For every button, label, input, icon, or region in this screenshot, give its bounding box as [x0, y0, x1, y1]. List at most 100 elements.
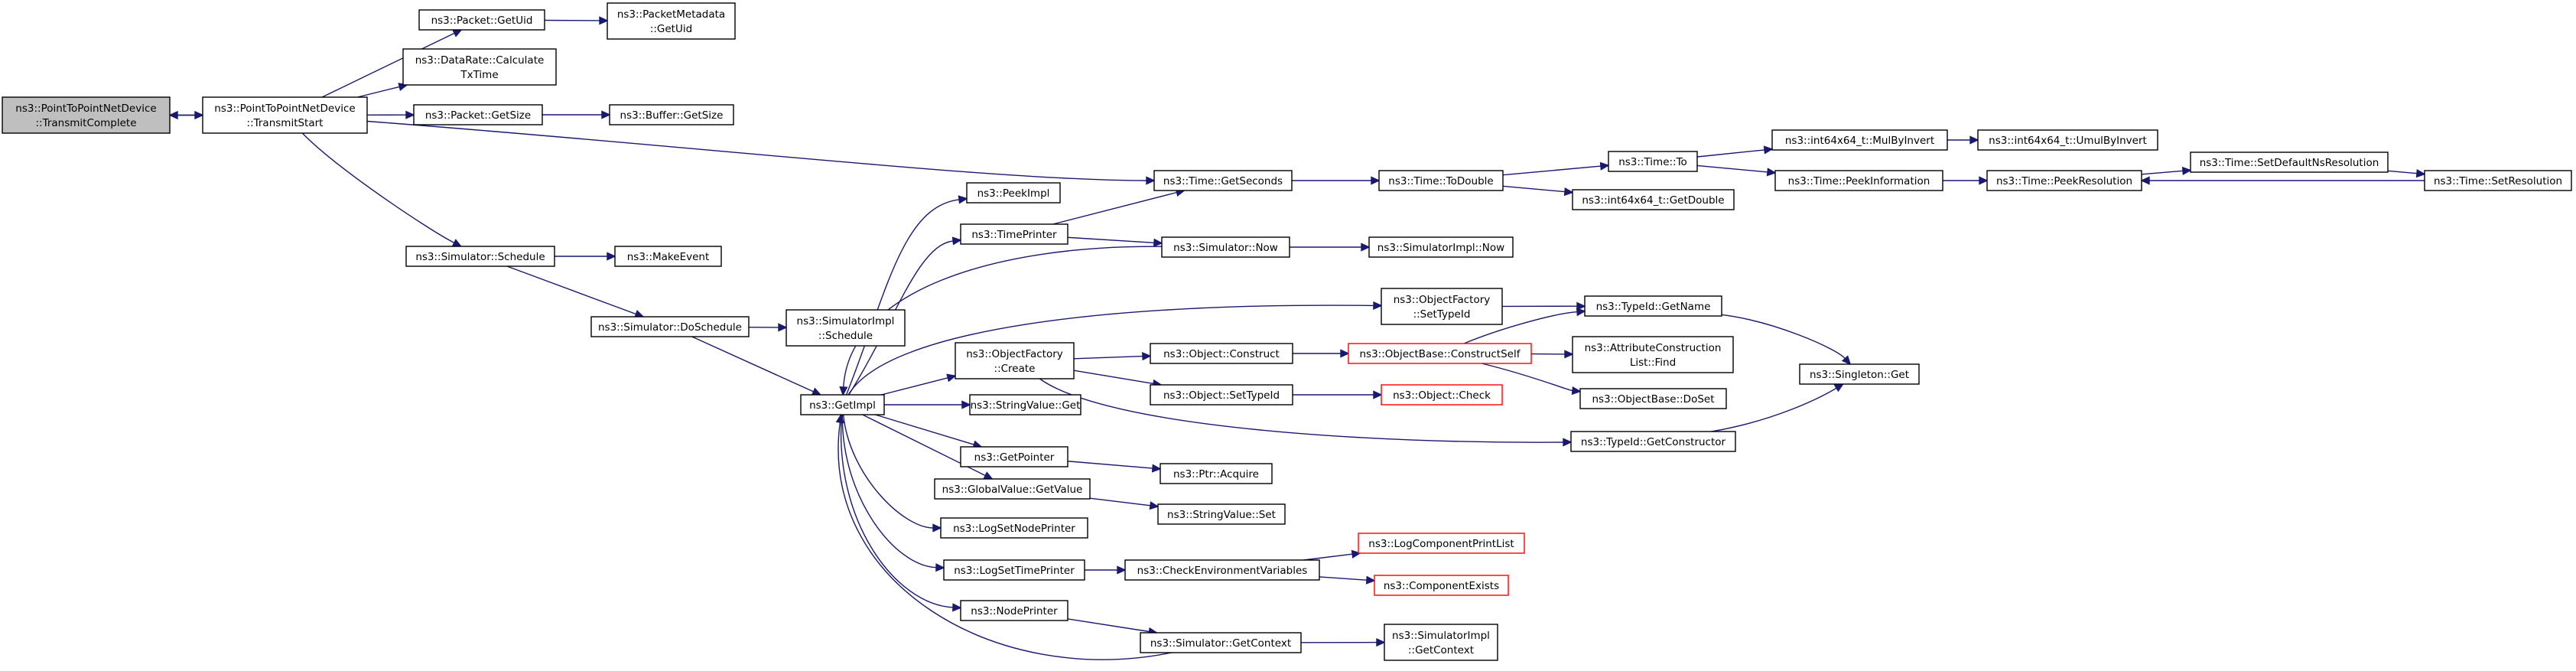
node-logsetnodeprinter[interactable]: ns3::LogSetNodePrinter [940, 517, 1088, 539]
node-box [969, 394, 1081, 415]
arrowhead [1571, 386, 1582, 396]
edge-getimpl-to-logsetnodeprinter [843, 414, 942, 533]
node-packetmetadata-getuid[interactable]: ns3::PacketMetadata::GetUid [607, 2, 736, 40]
arrowhead [951, 236, 962, 246]
node-label-line: ns3::Simulator::GetContext [1150, 637, 1291, 650]
arrowhead [932, 523, 942, 533]
node-time-todouble[interactable]: ns3::Time::ToDouble [1378, 170, 1504, 191]
node-time-setdefaultns[interactable]: ns3::Time::SetDefaultNsResolution [2190, 151, 2389, 173]
edge-line [1067, 461, 1153, 469]
node-label-line: ns3::GetImpl [809, 399, 876, 412]
node-box [943, 559, 1085, 581]
node-objectfactory-settypeid[interactable]: ns3::ObjectFactory::SetTypeId [1381, 288, 1503, 325]
node-label-line: ns3::ObjectBase::DoSet [1592, 393, 1714, 406]
edge-simulator-schedule-to-makeevent [555, 252, 616, 261]
node-simulatorimpl-schedule[interactable]: ns3::SimulatorImpl::Schedule [785, 309, 906, 347]
node-label-line: ns3::GetPointer [974, 451, 1055, 464]
arrowhead [1153, 238, 1163, 247]
node-objectfactory-create[interactable]: ns3::ObjectFactory::Create [955, 342, 1075, 379]
arrowhead [2140, 176, 2150, 185]
node-box [785, 309, 906, 347]
node-typeid-getname[interactable]: ns3::TypeId::GetName [1584, 295, 1722, 317]
node-ptr-acquire[interactable]: ns3::Ptr::Acquire [1160, 463, 1273, 484]
node-stringvalue-set[interactable]: ns3::StringValue::Set [1157, 503, 1286, 525]
node-simulator-now[interactable]: ns3::Simulator::Now [1161, 236, 1290, 258]
node-peekimpl[interactable]: ns3::PeekImpl [966, 182, 1061, 204]
arrowhead [2181, 166, 2192, 175]
node-transmitcomplete[interactable]: ns3::PointToPointNetDevice::TransmitComp… [2, 96, 171, 134]
node-time-setresolution[interactable]: ns3::Time::SetResolution [2424, 170, 2572, 191]
node-label-line: ns3::Buffer::GetSize [620, 109, 724, 122]
node-label-line: ns3::Time::SetResolution [2434, 175, 2562, 187]
edge-getimpl-to-objectfactory-create [881, 373, 957, 396]
node-simulatorimpl-now[interactable]: ns3::SimulatorImpl::Now [1368, 236, 1514, 258]
node-globalvalue-getvalue[interactable]: ns3::GlobalValue::GetValue [934, 478, 1091, 500]
node-simulatorimpl-getcontext[interactable]: ns3::SimulatorImpl::GetContext [1384, 624, 1498, 661]
node-box [960, 446, 1068, 467]
edge-line [838, 422, 1173, 660]
node-componentexists[interactable]: ns3::ComponentExists [1374, 575, 1509, 596]
node-time-peekinformation[interactable]: ns3::Time::PeekInformation [1774, 170, 1943, 191]
node-int64-mulbyinvert[interactable]: ns3::int64x64_t::MulByInvert [1771, 129, 1948, 151]
arrowhead [1373, 301, 1383, 310]
node-stringvalue-get[interactable]: ns3::StringValue::Get [969, 394, 1081, 415]
arrowhead [1576, 308, 1586, 317]
node-checkenvvars[interactable]: ns3::CheckEnvironmentVariables [1124, 559, 1320, 581]
node-logcomponentprintlist[interactable]: ns3::LogComponentPrintList [1358, 533, 1525, 554]
node-getimpl[interactable]: ns3::GetImpl [800, 394, 885, 415]
arrowhead [1151, 464, 1162, 473]
node-object-check[interactable]: ns3::Object::Check [1381, 384, 1503, 406]
arrowhead [839, 386, 848, 396]
node-simulator-doschedule[interactable]: ns3::Simulator::DoSchedule [590, 316, 750, 337]
node-box [1381, 384, 1503, 406]
node-box [2, 96, 171, 134]
edge-line [1073, 370, 1154, 385]
edge-line [1303, 553, 1353, 561]
node-box [1150, 343, 1293, 364]
edge-line [881, 377, 948, 396]
node-label-line: ns3::TimePrinter [971, 229, 1057, 241]
node-makeevent[interactable]: ns3::MakeEvent [614, 246, 722, 267]
arrowhead [1373, 390, 1383, 399]
node-objectbase-constructself[interactable]: ns3::ObjectBase::ConstructSelf [1348, 343, 1532, 364]
node-time-to[interactable]: ns3::Time::To [1608, 151, 1698, 172]
edge-time-getseconds-to-time-todouble [1292, 176, 1381, 185]
node-typeid-getconstructor[interactable]: ns3::TypeId::GetConstructor [1570, 431, 1736, 452]
node-buffer-getsize[interactable]: ns3::Buffer::GetSize [609, 104, 734, 125]
node-logsettimeprinter[interactable]: ns3::LogSetTimePrinter [943, 559, 1085, 581]
edge-packet-getsize-to-buffer-getsize [542, 110, 611, 119]
node-box [1378, 170, 1504, 191]
node-getpointer[interactable]: ns3::GetPointer [960, 446, 1068, 467]
node-simulator-getcontext[interactable]: ns3::Simulator::GetContext [1140, 632, 1302, 653]
node-singleton-get[interactable]: ns3::Singleton::Get [1799, 363, 1920, 385]
node-box [1160, 463, 1273, 484]
node-object-settypeid[interactable]: ns3::Object::SetTypeId [1150, 384, 1293, 406]
node-simulator-schedule[interactable]: ns3::Simulator::Schedule [405, 246, 555, 267]
node-time-getseconds[interactable]: ns3::Time::GetSeconds [1153, 170, 1293, 191]
node-timeprinter[interactable]: ns3::TimePrinter [960, 223, 1068, 245]
node-object-construct[interactable]: ns3::Object::Construct [1150, 343, 1293, 364]
node-label-line: ns3::Simulator::Now [1173, 242, 1278, 254]
node-int64-getdouble[interactable]: ns3::int64x64_t::GetDouble [1572, 189, 1735, 210]
edge-checkenvvars-to-logcomponentprintlist [1303, 549, 1361, 561]
arrowhead [811, 387, 822, 396]
node-objectbase-doset[interactable]: ns3::ObjectBase::DoSet [1579, 388, 1727, 409]
node-box [1774, 170, 1943, 191]
node-label-line: ns3::Time::ToDouble [1388, 175, 1493, 187]
node-box [590, 316, 750, 337]
node-int64-umulbyinvert[interactable]: ns3::int64x64_t::UmulByInvert [1977, 129, 2158, 151]
node-packet-getsize[interactable]: ns3::Packet::GetSize [413, 104, 543, 125]
node-nodeprinter[interactable]: ns3::NodePrinter [960, 600, 1068, 621]
node-label-line: ns3::AttributeConstruction [1585, 342, 1722, 354]
arrowhead [451, 239, 463, 247]
node-label-line: ns3::ObjectFactory [1394, 294, 1491, 306]
edge-line [843, 414, 934, 529]
node-label-line: ns3::int64x64_t::MulByInvert [1785, 135, 1934, 147]
node-packet-getuid[interactable]: ns3::Packet::GetUid [418, 9, 545, 31]
node-label-line: ns3::TypeId::GetName [1596, 301, 1711, 313]
edge-time-setresolution-to-time-peekresolution [2140, 176, 2425, 185]
node-time-peekresolution[interactable]: ns3::Time::PeekResolution [1986, 170, 2142, 191]
node-transmitstart[interactable]: ns3::PointToPointNetDevice::TransmitStar… [202, 96, 368, 134]
